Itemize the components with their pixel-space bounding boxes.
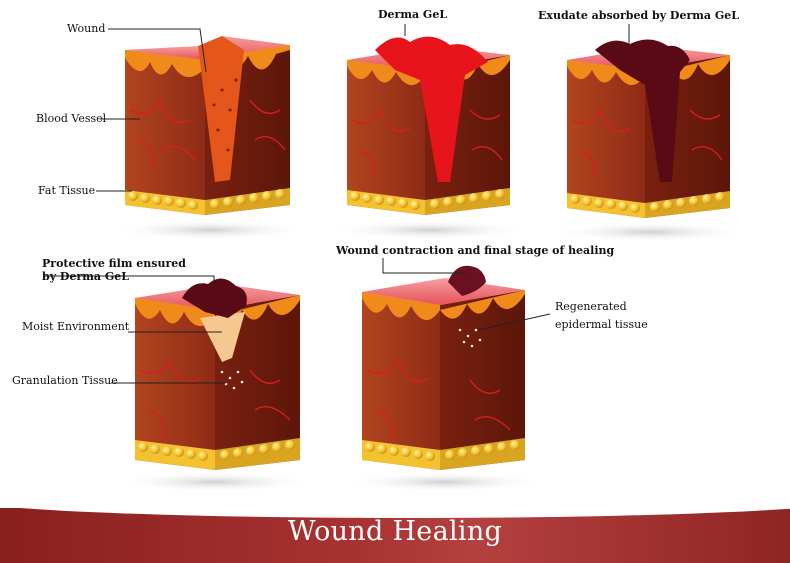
banner-swoosh bbox=[0, 508, 790, 518]
label-contraction: Wound contraction and final stage of hea… bbox=[336, 244, 615, 257]
skin-block-wound bbox=[110, 36, 310, 240]
skin-block-derma-gel bbox=[330, 36, 530, 240]
leader-wound bbox=[108, 28, 207, 73]
label-wound: Wound bbox=[67, 22, 106, 35]
skin-block-protective-film bbox=[115, 278, 315, 492]
label-moist: Moist Environment bbox=[22, 320, 130, 333]
skin-block-contraction bbox=[345, 265, 545, 492]
label-fat-tissue: Fat Tissue bbox=[38, 184, 96, 197]
leader-lines bbox=[43, 24, 630, 384]
leader-protective bbox=[43, 275, 215, 290]
title-banner bbox=[0, 508, 790, 563]
leader-regenerated bbox=[477, 313, 551, 331]
label-derma-gel: Derma GeL bbox=[378, 8, 448, 21]
skin-block-exudate bbox=[550, 39, 750, 242]
page-title: Wound Healing bbox=[287, 516, 503, 547]
label-protective-line1: Protective film ensured bbox=[42, 257, 186, 270]
label-exudate: Exudate absorbed by Derma GeL bbox=[538, 9, 739, 22]
label-regenerated-line2: epidermal tissue bbox=[555, 318, 648, 331]
label-protective-line2: by Derma GeL bbox=[42, 270, 129, 283]
label-blood-vessel: Blood Vessel bbox=[36, 112, 107, 125]
label-granulation: Granulation Tissue bbox=[12, 374, 118, 387]
leader-contraction bbox=[382, 258, 465, 274]
label-regenerated-line1: Regenerated bbox=[555, 300, 627, 313]
